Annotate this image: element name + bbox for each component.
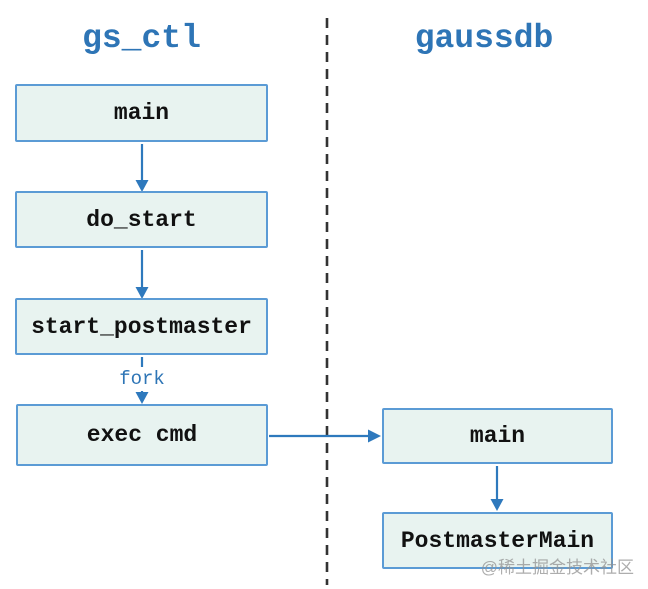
column-title-gaussdb: gaussdb bbox=[414, 20, 554, 57]
fork-edge-label: fork bbox=[113, 367, 171, 391]
node-gsctl-main: main bbox=[15, 84, 268, 142]
node-gaussdb-postmaster-main: PostmasterMain bbox=[382, 512, 613, 569]
node-gsctl-exec-cmd: exec cmd bbox=[16, 404, 268, 466]
arrow-gaussdb-main-to-postmastermain-head bbox=[490, 499, 504, 511]
arrow-fork-head bbox=[135, 392, 149, 404]
node-gsctl-start-postmaster: start_postmaster bbox=[15, 298, 268, 355]
watermark: @稀土掘金技术社区 bbox=[480, 558, 634, 577]
node-gsctl-do-start: do_start bbox=[15, 191, 268, 248]
node-gaussdb-main: main bbox=[382, 408, 613, 464]
column-title-gs-ctl: gs_ctl bbox=[82, 20, 201, 57]
arrow-exec-cmd-to-gaussdb-main-head bbox=[368, 429, 381, 443]
